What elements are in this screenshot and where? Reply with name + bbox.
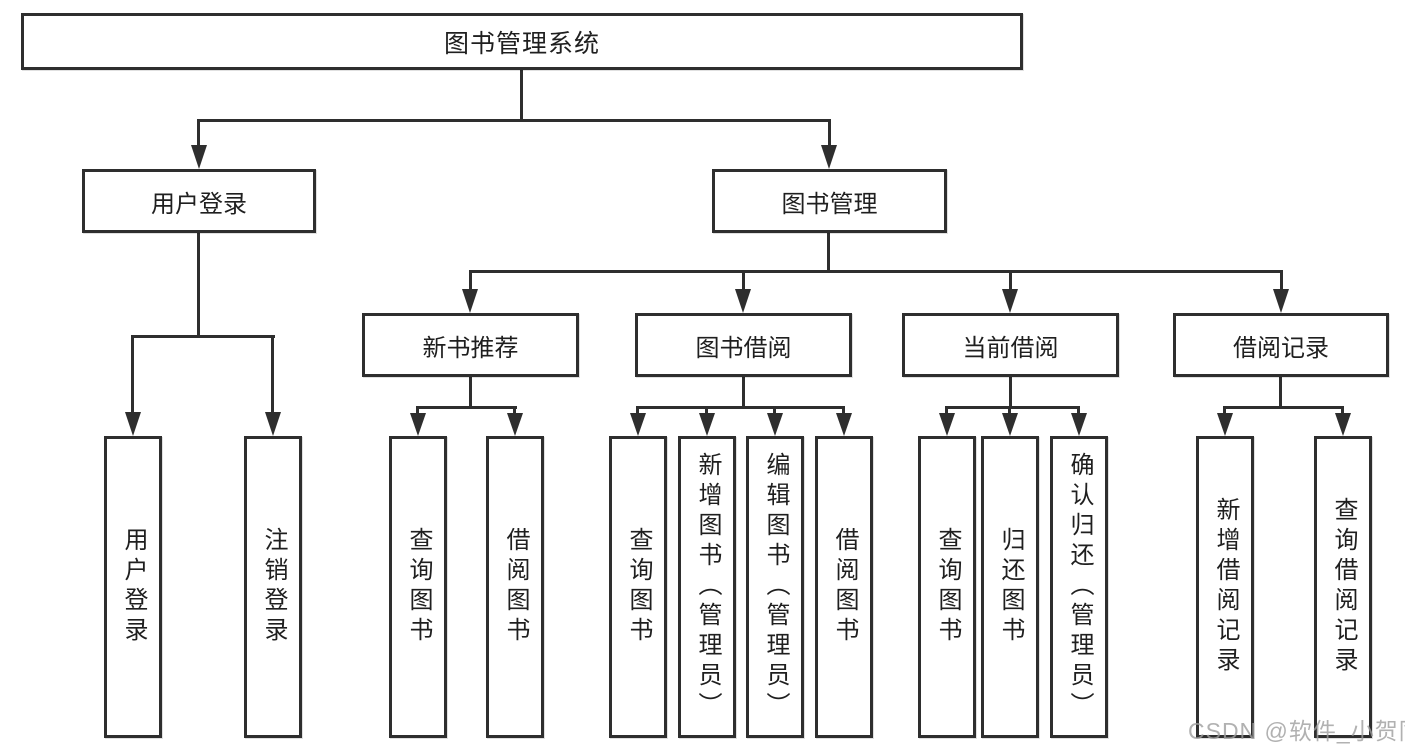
node-new-book-recommend: 新书推荐 bbox=[362, 313, 579, 377]
leaf-edit-books-admin: 编辑图书（管理员） bbox=[746, 436, 804, 738]
leaf-borrow-books-recommend: 借阅图书 bbox=[486, 436, 544, 738]
arrowhead-icon bbox=[1217, 413, 1233, 436]
node-label: 用户登录 bbox=[151, 190, 247, 218]
connector-line bbox=[842, 406, 845, 419]
leaf-return-books: 归还图书 bbox=[981, 436, 1039, 738]
node-label: 注销登录 bbox=[260, 527, 287, 647]
node-book-borrowing: 图书借阅 bbox=[635, 313, 852, 377]
node-book-management: 图书管理 bbox=[712, 169, 947, 233]
node-root-library-system: 图书管理系统 bbox=[21, 13, 1023, 70]
connector-line bbox=[197, 119, 200, 151]
node-label: 借阅记录 bbox=[1233, 334, 1329, 362]
leaf-query-books-borrowing: 查询图书 bbox=[609, 436, 667, 738]
connector-line bbox=[636, 406, 845, 409]
connector-line bbox=[945, 406, 948, 419]
connector-line bbox=[828, 119, 831, 151]
arrowhead-icon bbox=[939, 413, 955, 436]
arrowhead-icon bbox=[191, 145, 207, 169]
node-label: 编辑图书（管理员） bbox=[762, 452, 789, 722]
arrowhead-icon bbox=[507, 413, 523, 436]
leaf-add-borrow-record: 新增借阅记录 bbox=[1196, 436, 1254, 738]
arrowhead-icon bbox=[125, 412, 141, 436]
connector-line bbox=[271, 335, 274, 417]
node-label: 当前借阅 bbox=[962, 334, 1059, 362]
node-label: 新增图书（管理员） bbox=[694, 452, 721, 722]
arrowhead-icon bbox=[836, 413, 852, 436]
connector-line bbox=[945, 406, 1080, 409]
connector-line bbox=[773, 406, 776, 419]
connector-line bbox=[742, 270, 745, 296]
node-label: 图书借阅 bbox=[695, 334, 792, 362]
node-label: 图书管理系统 bbox=[443, 29, 600, 58]
node-label: 查询借阅记录 bbox=[1330, 497, 1357, 677]
connector-line bbox=[1223, 406, 1344, 409]
connector-line bbox=[827, 233, 830, 272]
arrowhead-icon bbox=[630, 413, 646, 436]
connector-line bbox=[705, 406, 708, 419]
node-label: 用户登录 bbox=[120, 527, 147, 647]
node-label: 查询图书 bbox=[625, 527, 652, 647]
node-label: 归还图书 bbox=[997, 527, 1024, 647]
node-user-login: 用户登录 bbox=[82, 169, 316, 233]
leaf-confirm-return-admin: 确认归还（管理员） bbox=[1050, 436, 1108, 738]
leaf-query-borrow-record: 查询借阅记录 bbox=[1314, 436, 1372, 738]
node-current-borrowing: 当前借阅 bbox=[902, 313, 1119, 377]
node-borrow-records: 借阅记录 bbox=[1173, 313, 1389, 377]
arrowhead-icon bbox=[265, 412, 281, 436]
connector-line bbox=[520, 70, 523, 122]
connector-line bbox=[1009, 377, 1012, 409]
node-label: 查询图书 bbox=[934, 527, 961, 647]
connector-line bbox=[132, 335, 275, 338]
connector-line bbox=[416, 406, 517, 409]
node-label: 确认归还（管理员） bbox=[1066, 452, 1093, 722]
leaf-add-books-admin: 新增图书（管理员） bbox=[678, 436, 736, 738]
arrowhead-icon bbox=[1002, 289, 1018, 313]
node-label: 图书管理 bbox=[781, 190, 878, 218]
node-label: 借阅图书 bbox=[831, 527, 858, 647]
connector-line bbox=[742, 377, 745, 409]
arrowhead-icon bbox=[410, 413, 426, 436]
arrowhead-icon bbox=[735, 289, 751, 313]
connector-line bbox=[1280, 270, 1283, 296]
node-label: 借阅图书 bbox=[502, 527, 529, 647]
leaf-user-login: 用户登录 bbox=[104, 436, 162, 738]
arrowhead-icon bbox=[1002, 413, 1018, 436]
connector-line bbox=[1009, 270, 1012, 296]
connector-line bbox=[198, 119, 831, 122]
arrowhead-icon bbox=[462, 289, 478, 313]
connector-line bbox=[1279, 377, 1282, 409]
connector-line bbox=[416, 406, 419, 419]
connector-line bbox=[1077, 406, 1080, 419]
arrowhead-icon bbox=[699, 413, 715, 436]
connector-line bbox=[513, 406, 516, 419]
connector-line bbox=[636, 406, 639, 419]
arrowhead-icon bbox=[1273, 289, 1289, 313]
arrowhead-icon bbox=[1335, 413, 1351, 436]
connector-line bbox=[197, 233, 200, 337]
arrowhead-icon bbox=[767, 413, 783, 436]
arrowhead-icon bbox=[1071, 413, 1087, 436]
leaf-borrow-books: 借阅图书 bbox=[815, 436, 873, 738]
node-label: 新增借阅记录 bbox=[1212, 497, 1239, 677]
leaf-query-books-recommend: 查询图书 bbox=[389, 436, 447, 738]
arrowhead-icon bbox=[821, 145, 837, 169]
leaf-query-books-current: 查询图书 bbox=[918, 436, 976, 738]
connector-line bbox=[469, 377, 472, 409]
connector-line bbox=[469, 270, 1282, 273]
connector-line bbox=[1008, 406, 1011, 419]
node-label: 查询图书 bbox=[405, 527, 432, 647]
node-label: 新书推荐 bbox=[422, 334, 519, 362]
connector-line bbox=[469, 270, 472, 296]
csdn-watermark: CSDN @软件_小贺同学 bbox=[1188, 718, 1405, 744]
connector-line bbox=[1223, 406, 1226, 419]
leaf-logout: 注销登录 bbox=[244, 436, 302, 738]
connector-line bbox=[131, 335, 134, 417]
connector-line bbox=[1341, 406, 1344, 419]
